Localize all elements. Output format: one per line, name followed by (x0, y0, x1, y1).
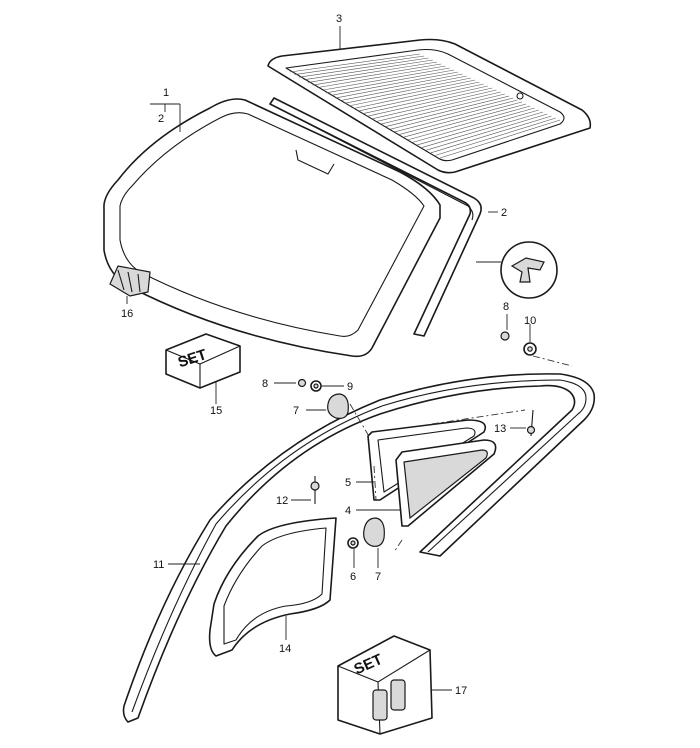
side-frame-seal (122, 373, 596, 723)
callout-8-lower: 8 (262, 378, 268, 390)
defroster-line (308, 61, 438, 83)
defroster-line (335, 73, 463, 99)
defroster-line (421, 111, 544, 148)
rear-window-defroster-lines (289, 53, 561, 159)
quarter-window-glass-4 (395, 439, 497, 527)
pin-13 (526, 409, 536, 437)
defroster-line (362, 85, 488, 114)
callout-2-seal: 2 (501, 207, 507, 219)
callout-15: 15 (210, 405, 222, 417)
defroster-line (399, 101, 522, 135)
defroster-line (303, 59, 433, 81)
defroster-line (430, 115, 552, 154)
defroster-line (353, 81, 480, 109)
defroster-line (339, 75, 467, 101)
cap-7-lower (363, 517, 385, 547)
defroster-line (312, 63, 442, 86)
callout-12: 12 (276, 495, 288, 507)
callout-16: 16 (121, 308, 133, 320)
windscreen (103, 98, 441, 358)
callout-10: 10 (524, 315, 536, 327)
callout-17: 17 (455, 685, 467, 697)
side-panel-14 (208, 517, 337, 657)
defroster-line (299, 57, 429, 78)
defroster-line (408, 105, 531, 141)
callout-4: 4 (345, 505, 351, 517)
callout-13: 13 (494, 423, 506, 435)
screw-8-upper (500, 331, 510, 341)
callout-14: 14 (279, 643, 291, 655)
washer-6 (347, 537, 359, 549)
defroster-line (321, 67, 450, 91)
defroster-line (349, 79, 476, 107)
defroster-line (358, 83, 484, 112)
callout-numbers: 1 2 3 2 16 15 8 10 8 9 7 13 5 4 12 6 7 1… (121, 13, 536, 697)
bottle-icon (390, 679, 406, 711)
callout-7-upper: 7 (293, 405, 299, 417)
defroster-line (380, 93, 505, 125)
leader-lines (126, 26, 531, 691)
callout-11: 11 (153, 559, 164, 571)
defroster-line (289, 53, 421, 73)
callout-6: 6 (350, 571, 356, 583)
washer-9 (310, 380, 322, 392)
defroster-line (371, 89, 497, 120)
callout-7-lower: 7 (375, 571, 381, 583)
defroster-line (426, 113, 548, 151)
defroster-line (344, 77, 471, 104)
defroster-line (367, 87, 493, 117)
defroster-line (435, 117, 556, 156)
set-box-17: SET (337, 635, 433, 735)
callout-8-upper: 8 (503, 301, 509, 313)
callout-5: 5 (345, 477, 351, 489)
callout-1: 1 (163, 87, 169, 99)
defroster-line (403, 103, 527, 138)
defroster-line (326, 69, 454, 94)
defroster-line (389, 97, 514, 130)
defroster-line (412, 107, 535, 143)
cap-7-upper (327, 393, 349, 419)
callout-9: 9 (347, 381, 353, 393)
defroster-line (385, 95, 510, 128)
defroster-line (317, 65, 446, 88)
defroster-line (330, 71, 459, 96)
set-box-15: SET (165, 333, 241, 389)
callout-2-windscreen: 2 (158, 113, 164, 125)
defroster-line (417, 109, 539, 146)
defroster-line (439, 119, 561, 159)
callout-3: 3 (336, 13, 342, 25)
windscreen-seal (269, 97, 482, 337)
rear-window (267, 38, 592, 174)
pin-12 (310, 476, 320, 504)
washer-10 (523, 342, 537, 356)
dashed-assembly-lines (349, 355, 573, 553)
screw-8-lower (297, 378, 307, 388)
bottle-icon (372, 689, 388, 721)
clip-detail-circle (500, 241, 558, 299)
defroster-line (294, 55, 425, 75)
clip-16 (109, 265, 151, 297)
defroster-line (376, 91, 501, 122)
defroster-line (394, 99, 518, 133)
